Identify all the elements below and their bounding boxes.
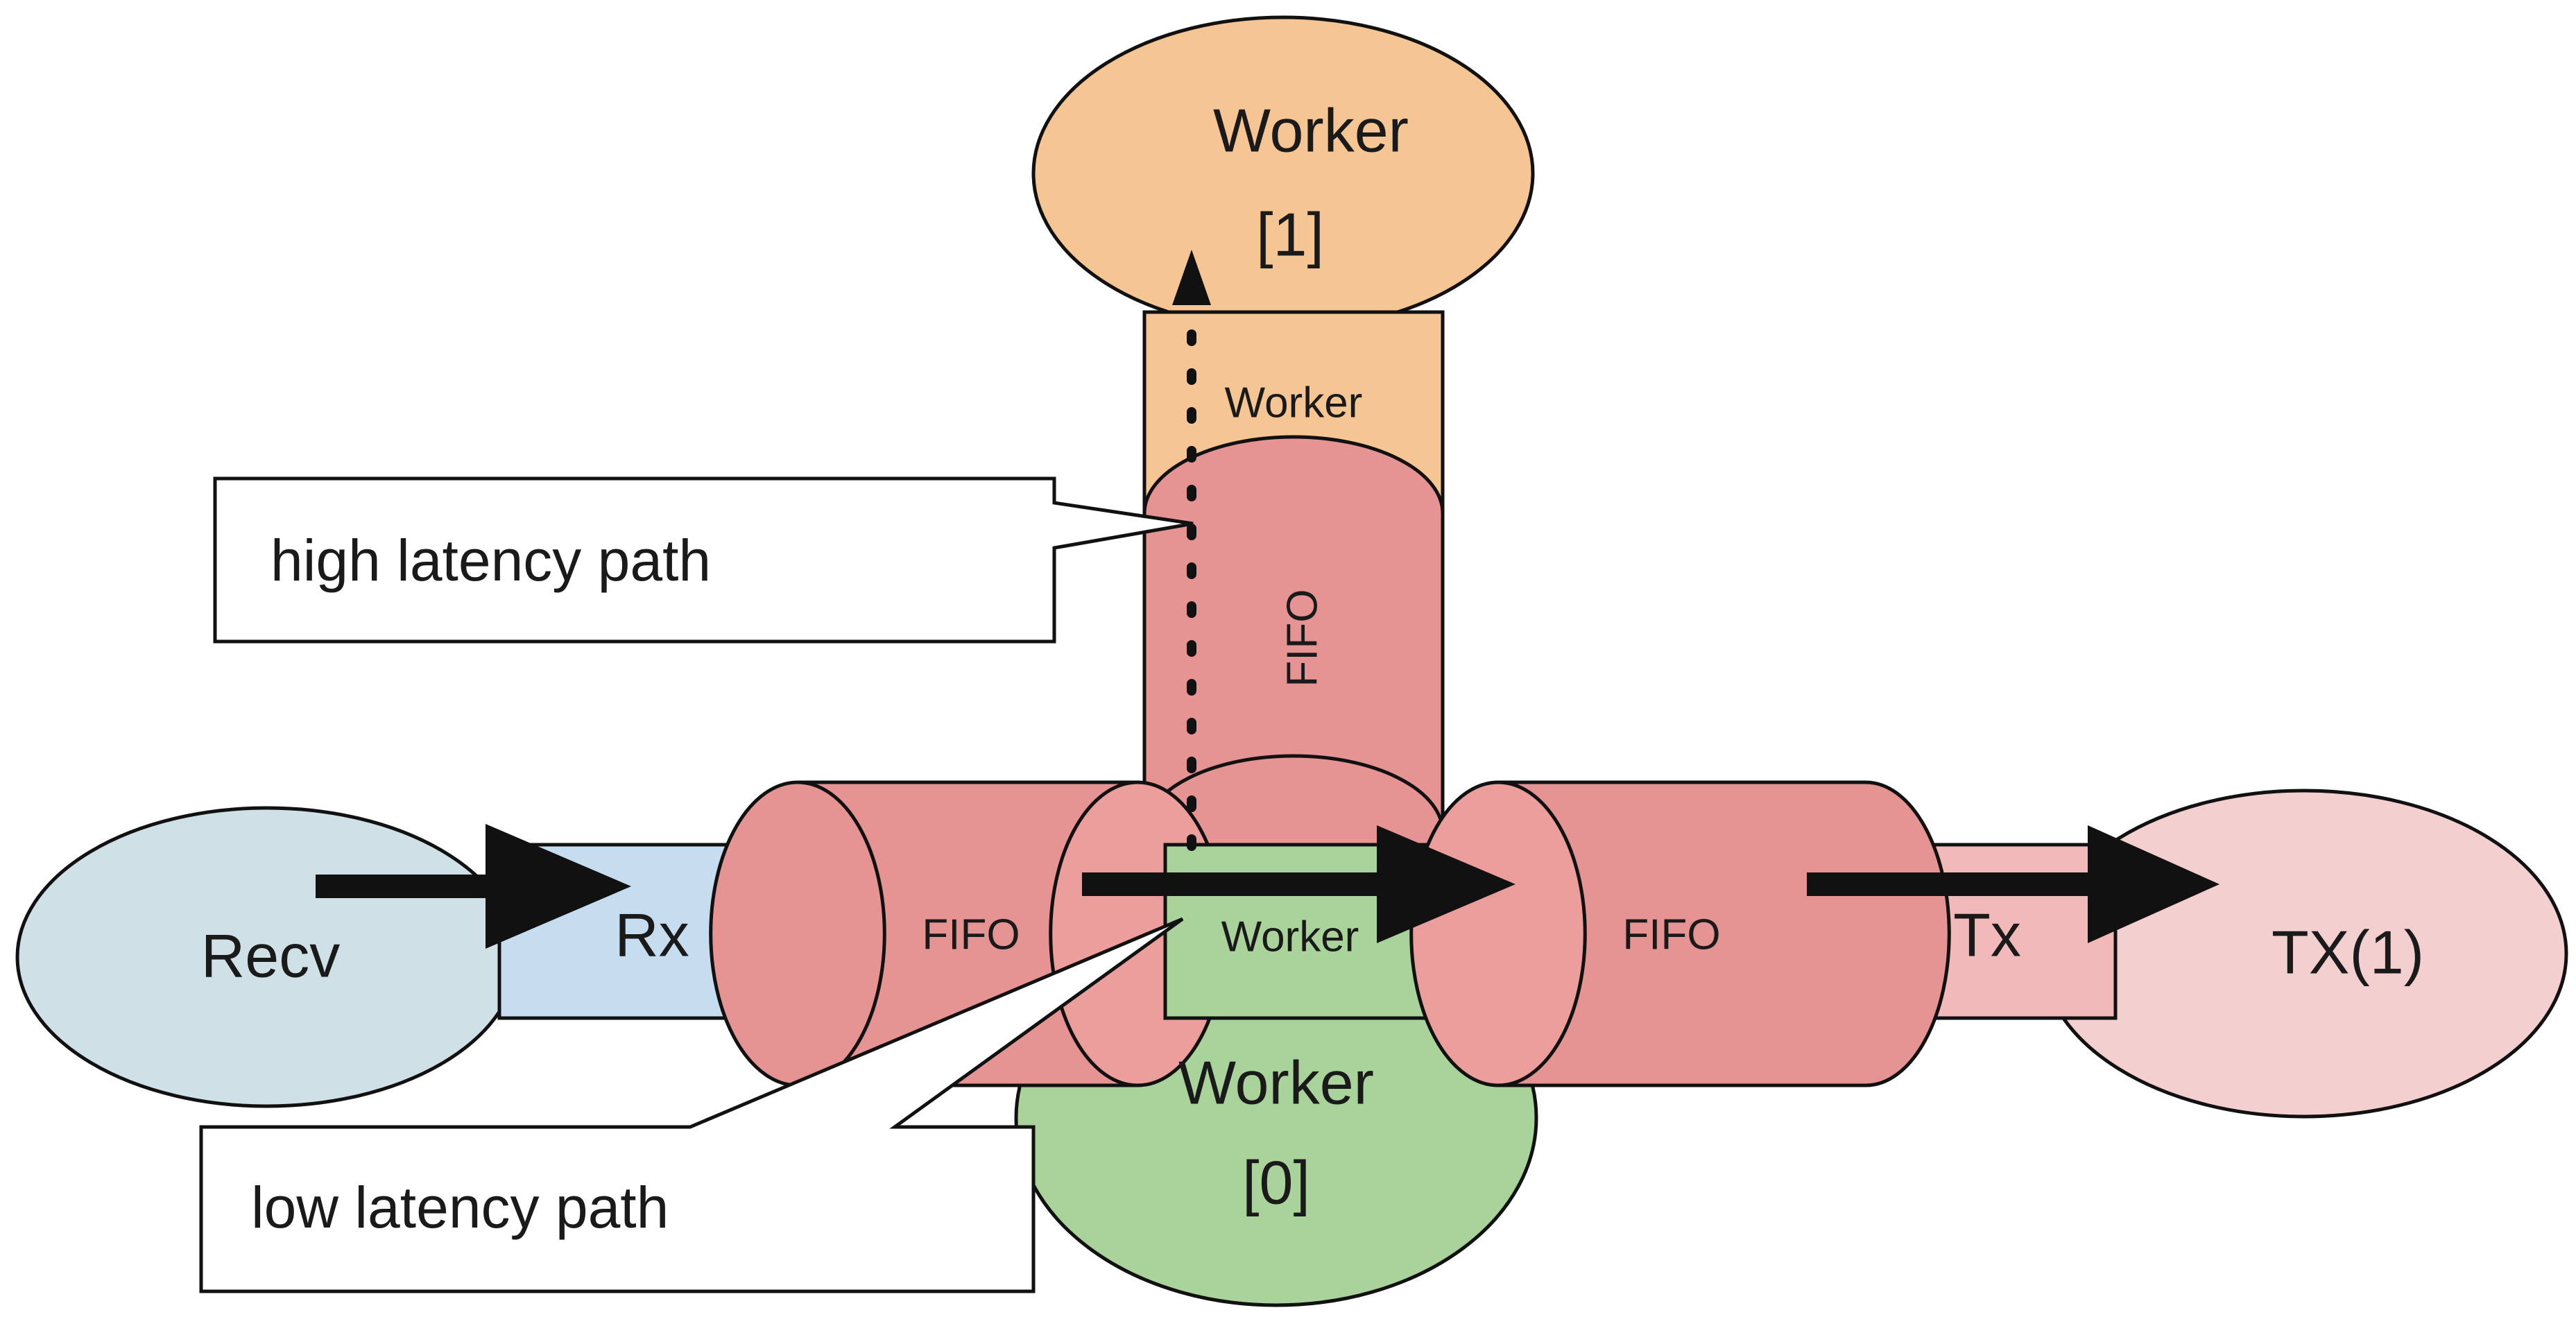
high-latency-callout: high latency path (213, 476, 1194, 644)
worker-1-label: Worker (1213, 96, 1409, 164)
flow-arrow-fifo-worker (1082, 825, 1515, 943)
fifo-right-left-cap (1409, 780, 1587, 1087)
tx-label: Tx (1953, 900, 2021, 969)
tx-out-label: TX(1) (2272, 918, 2424, 986)
fifo-vertical-body (1142, 435, 1445, 834)
low-latency-callout: low latency path (199, 917, 1184, 1293)
fifo-right-label: FIFO (1622, 911, 1720, 958)
worker-center-box-label: Worker (1221, 913, 1359, 961)
flow-arrow-tx-out (1807, 825, 2219, 943)
low-latency-label: low latency path (251, 1175, 669, 1240)
fifo-left-label: FIFO (922, 911, 1020, 958)
high-latency-dotted-path (1172, 250, 1211, 851)
recv-label: Recv (201, 921, 341, 990)
fifo-vertical-label: FIFO (1278, 589, 1326, 687)
high-latency-label: high latency path (271, 528, 711, 593)
flow-arrow-recv-rx (316, 824, 631, 949)
worker-1-node (1031, 15, 1535, 332)
rx-label: Rx (615, 900, 689, 969)
worker-1-index: [1] (1256, 200, 1324, 268)
worker-top-box-label: Worker (1225, 379, 1363, 427)
worker-0-index: [0] (1242, 1148, 1310, 1216)
fifo-right-body (1496, 780, 1951, 1087)
worker-0-label: Worker (1178, 1048, 1374, 1117)
